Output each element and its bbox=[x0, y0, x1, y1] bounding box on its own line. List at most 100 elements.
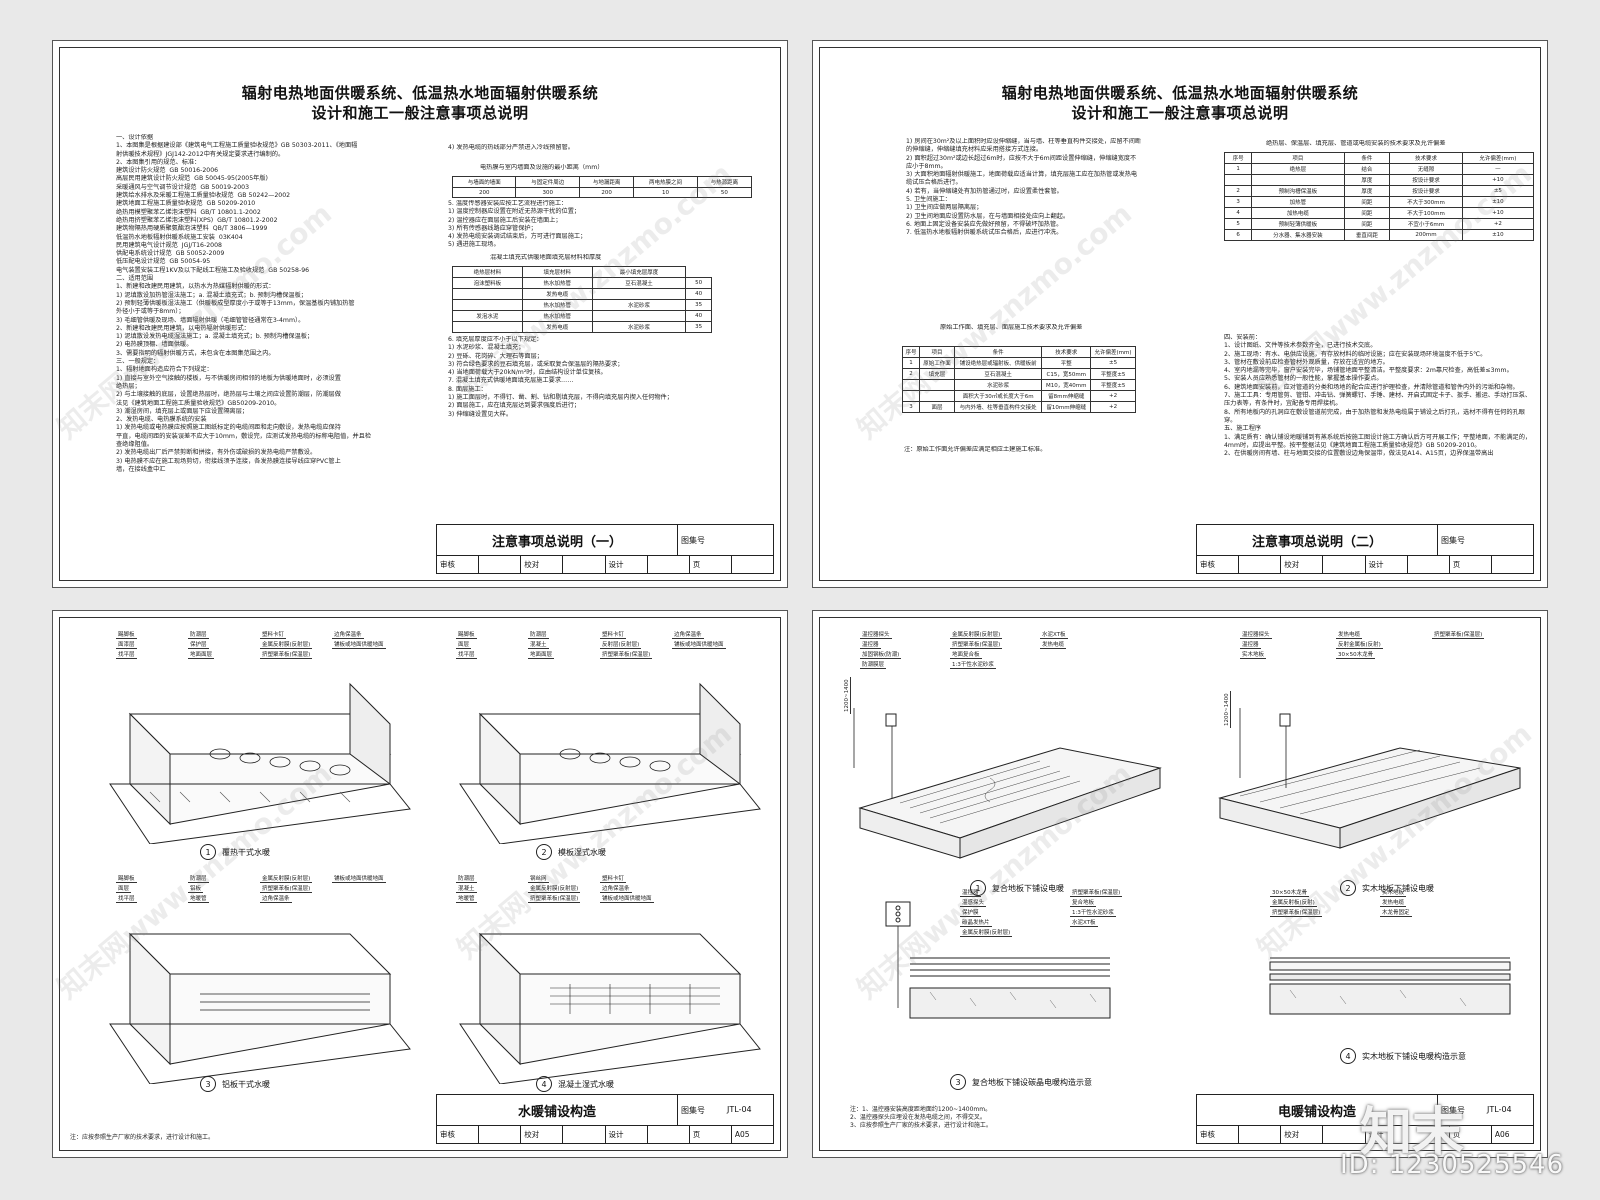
callout-label: 保护膜 bbox=[960, 910, 981, 917]
table-header-cell: 条件 bbox=[1343, 152, 1391, 164]
callout-label: 混凝土 bbox=[528, 642, 549, 649]
callout-label: 找平层 bbox=[456, 652, 477, 659]
review-cell: 审核 bbox=[1197, 1125, 1240, 1143]
sheet1-drawing-name: 注意事项总说明（一） bbox=[437, 525, 678, 556]
table-cell: 平整度±5 bbox=[1090, 379, 1136, 391]
table-header-cell: 与热源距离 bbox=[696, 176, 753, 188]
sheet3-atlas-code: JTL-04 bbox=[727, 1105, 752, 1114]
sheet-water-heating: 踢脚板面漆层找平层防潮层保护层地面面层塑料卡钉金属反射膜(反射层)挤塑聚苯板(保… bbox=[52, 610, 788, 1158]
table-header-cell: 序号 bbox=[901, 346, 921, 358]
callout-label: 地面复合板 bbox=[950, 652, 982, 659]
table-cell: 厚度 bbox=[1343, 185, 1391, 197]
callout-label: 温控器 bbox=[1240, 642, 1261, 649]
sheet2-table1-foot: 注：原始工作面允许偏差应满足相应土建施工标准。 bbox=[904, 446, 1047, 453]
table-cell: 热水加热管 bbox=[521, 299, 593, 311]
callout-label: 混凝土 bbox=[456, 886, 477, 893]
table-cell: 加热管 bbox=[1251, 196, 1345, 208]
callout-label: 加固钢板(防潮) bbox=[860, 652, 902, 659]
dimension-label: 1200~1400 bbox=[844, 677, 851, 714]
table-cell: 泡沫塑料板 bbox=[452, 277, 523, 289]
review-cell: 审核 bbox=[1197, 555, 1240, 573]
table-header-cell: 填充层材料 bbox=[521, 266, 593, 278]
table-cell: 平整 bbox=[1041, 357, 1092, 369]
callout-label: 边角保温条 bbox=[332, 632, 364, 639]
sheet-notes-1: 辐射电热地面供暖系统、低温热水地面辐射供暖系统 设计和施工一般注意事项总说明 一… bbox=[52, 40, 788, 588]
table-cell bbox=[901, 390, 921, 402]
table-cell: 200 bbox=[451, 187, 517, 198]
review-cell: 审核 bbox=[437, 555, 480, 573]
callout-label: 挤塑聚苯板(保温层) bbox=[1270, 910, 1323, 917]
table-cell: +10 bbox=[1461, 207, 1535, 219]
callout-label: 实木地板 bbox=[1380, 890, 1407, 897]
sheet1-right-bottom: 6. 填充层厚度应不小于以下规定： 1) 水泥砂浆、混凝土填充； 2) 豆砾、花… bbox=[448, 336, 673, 418]
table-cell: 垂直间距 bbox=[1343, 229, 1391, 241]
table-cell: 发热电缆 bbox=[521, 288, 593, 300]
sheet2-drawing-name: 注意事项总说明（二） bbox=[1197, 525, 1438, 556]
callout-label: 防潮层 bbox=[188, 632, 209, 639]
sheet1-title-line1: 辐射电热地面供暖系统、低温热水地面辐射供暖系统 bbox=[241, 84, 599, 102]
table-cell: 结合 bbox=[1343, 163, 1391, 175]
table-cell bbox=[919, 379, 955, 391]
table-cell: ±10 bbox=[1461, 196, 1535, 208]
sheet2-title-block: 注意事项总说明（二） 图集号 审核 校对 设计 页 bbox=[1196, 524, 1534, 574]
sheet1-atlas-label: 图集号 bbox=[681, 536, 705, 545]
callout-label: 挤塑聚苯板(保温层) bbox=[1070, 890, 1123, 897]
table-cell: 面积大于30㎡或长度大于6m bbox=[953, 390, 1043, 402]
table-cell: 40 bbox=[685, 288, 712, 300]
table-row: 厚度按设计要求+10 bbox=[1223, 174, 1535, 186]
callout-label: 面层 bbox=[456, 642, 472, 649]
sheet4-atlas-code: JTL-04 bbox=[1487, 1105, 1512, 1114]
sheet2-signature-row: 审核 校对 设计 页 bbox=[1197, 555, 1533, 573]
sheet4-drawing-name: 电暖铺设构造 bbox=[1197, 1095, 1438, 1126]
check-cell: 校对 bbox=[1281, 1125, 1324, 1143]
callout-label: 保护层 bbox=[188, 642, 209, 649]
table-header-cell: 两电热膜之间 bbox=[633, 176, 698, 188]
page-cell: 页 bbox=[690, 555, 732, 573]
callout-label: 金属反射膜(反射层) bbox=[950, 632, 1003, 639]
callout-label: 防潮层 bbox=[528, 632, 549, 639]
table-cell: 不大于100mm bbox=[1389, 207, 1463, 219]
callout-label: 铺板或地面供暖地面 bbox=[332, 642, 386, 649]
sheet-frame: 辐射电热地面供暖系统、低温热水地面辐射供暖系统 设计和施工一般注意事项总说明 1… bbox=[819, 47, 1541, 581]
sheet3-drawing-name: 水暖铺设构造 bbox=[437, 1095, 678, 1126]
sheet2-atlas-label: 图集号 bbox=[1441, 536, 1465, 545]
callout-label: 发热电缆 bbox=[1380, 900, 1407, 907]
page-cell: 页 bbox=[1450, 1125, 1492, 1143]
table-cell: 2 bbox=[901, 368, 921, 380]
sheet1-left-text: 一、设计依据 1、本图集是根据建设部《建筑电气工程施工质量验收规范》GB 503… bbox=[116, 134, 372, 473]
callout-label: 温控器探头 bbox=[1240, 632, 1272, 639]
table-cell: 预制沟槽保温板 bbox=[1251, 185, 1345, 197]
table-cell: 无缝隙 bbox=[1389, 163, 1463, 175]
table-header-cell: 技术要求 bbox=[1041, 346, 1092, 358]
table-cell: 豆石混凝土 bbox=[953, 368, 1043, 380]
table-cell: 豆石混凝土 bbox=[591, 277, 687, 289]
callout-label: 30×50木龙骨 bbox=[1270, 890, 1310, 897]
table-cell: 厚度 bbox=[1343, 174, 1391, 186]
sheet1-right-intro: 4) 发热电缆的热线部分严禁进入冷线预留管。 bbox=[448, 144, 574, 151]
table-cell: 与内外墙、柱等垂直构件交接处 bbox=[953, 401, 1043, 413]
table-cell: 1 bbox=[1223, 163, 1253, 175]
sheet2-title-line1: 辐射电热地面供暖系统、低温热水地面辐射供暖系统 bbox=[1001, 84, 1359, 102]
design-cell: 设计 bbox=[1366, 1125, 1408, 1143]
table-header-cell: 与墙面的墙面 bbox=[451, 176, 517, 188]
callout-label: 铺板或地面供暖地面 bbox=[672, 642, 726, 649]
table-header-cell: 最小填充层厚度 bbox=[591, 266, 687, 278]
table-cell: +10 bbox=[1461, 174, 1535, 186]
table-cell: C15，宽50mm bbox=[1041, 368, 1092, 380]
table-row: 发热电缆 40 bbox=[452, 288, 712, 300]
sheet2-right-text: 四、安装前： 1、设计图纸、文件等技术参数齐全，已进行技术交底。 2、施工现场：… bbox=[1224, 334, 1532, 458]
callout-label: 温控器 bbox=[860, 642, 881, 649]
sheet-frame: 辐射电热地面供暖系统、低温热水地面辐射供暖系统 设计和施工一般注意事项总说明 一… bbox=[59, 47, 781, 581]
callout-label: 温感探头 bbox=[960, 900, 987, 907]
callout-label: 金属反射膜(反射层) bbox=[528, 886, 581, 893]
table-cell: 绝热层 bbox=[1251, 163, 1345, 175]
check-cell: 校对 bbox=[1281, 555, 1324, 573]
